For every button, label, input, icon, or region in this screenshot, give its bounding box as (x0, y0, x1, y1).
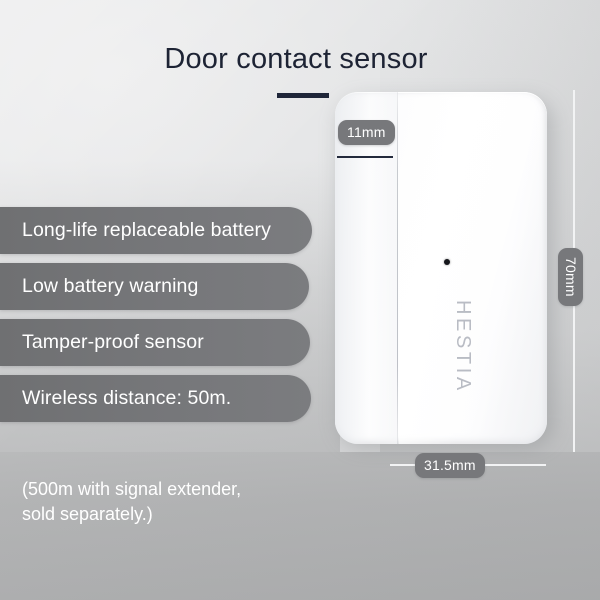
feature-pill-tamper-proof: Tamper-proof sensor (0, 319, 310, 366)
title-underline-rule (277, 92, 329, 98)
dimension-badge-width: 31.5mm (415, 453, 485, 478)
feature-label: Tamper-proof sensor (22, 331, 204, 353)
dimension-line-depth (337, 156, 393, 159)
footnote-line-2: sold separately.) (22, 504, 153, 524)
feature-pill-wireless-distance: Wireless distance: 50m. (0, 375, 311, 422)
title-block: Door contact sensor (0, 43, 600, 98)
feature-label: Low battery warning (22, 275, 199, 297)
feature-pill-battery: Long-life replaceable battery (0, 207, 312, 254)
feature-label: Wireless distance: 50m. (22, 387, 232, 409)
brand-logo-text: HESTIA (452, 300, 474, 394)
led-indicator-icon (444, 259, 450, 265)
device-seam-line (397, 92, 399, 444)
feature-list: Long-life replaceable battery Low batter… (0, 207, 330, 431)
dimension-badge-depth: 11mm (338, 120, 395, 145)
footnote: (500m with signal extender, sold separat… (22, 477, 322, 527)
page-title: Door contact sensor (164, 43, 428, 75)
dimension-badge-height: 70mm (558, 248, 583, 306)
feature-pill-low-battery-warning: Low battery warning (0, 263, 309, 310)
background-bottom-band (0, 452, 600, 600)
footnote-line-1: (500m with signal extender, (22, 479, 242, 499)
device-magnet-strip (335, 92, 397, 444)
feature-label: Long-life replaceable battery (22, 219, 271, 241)
